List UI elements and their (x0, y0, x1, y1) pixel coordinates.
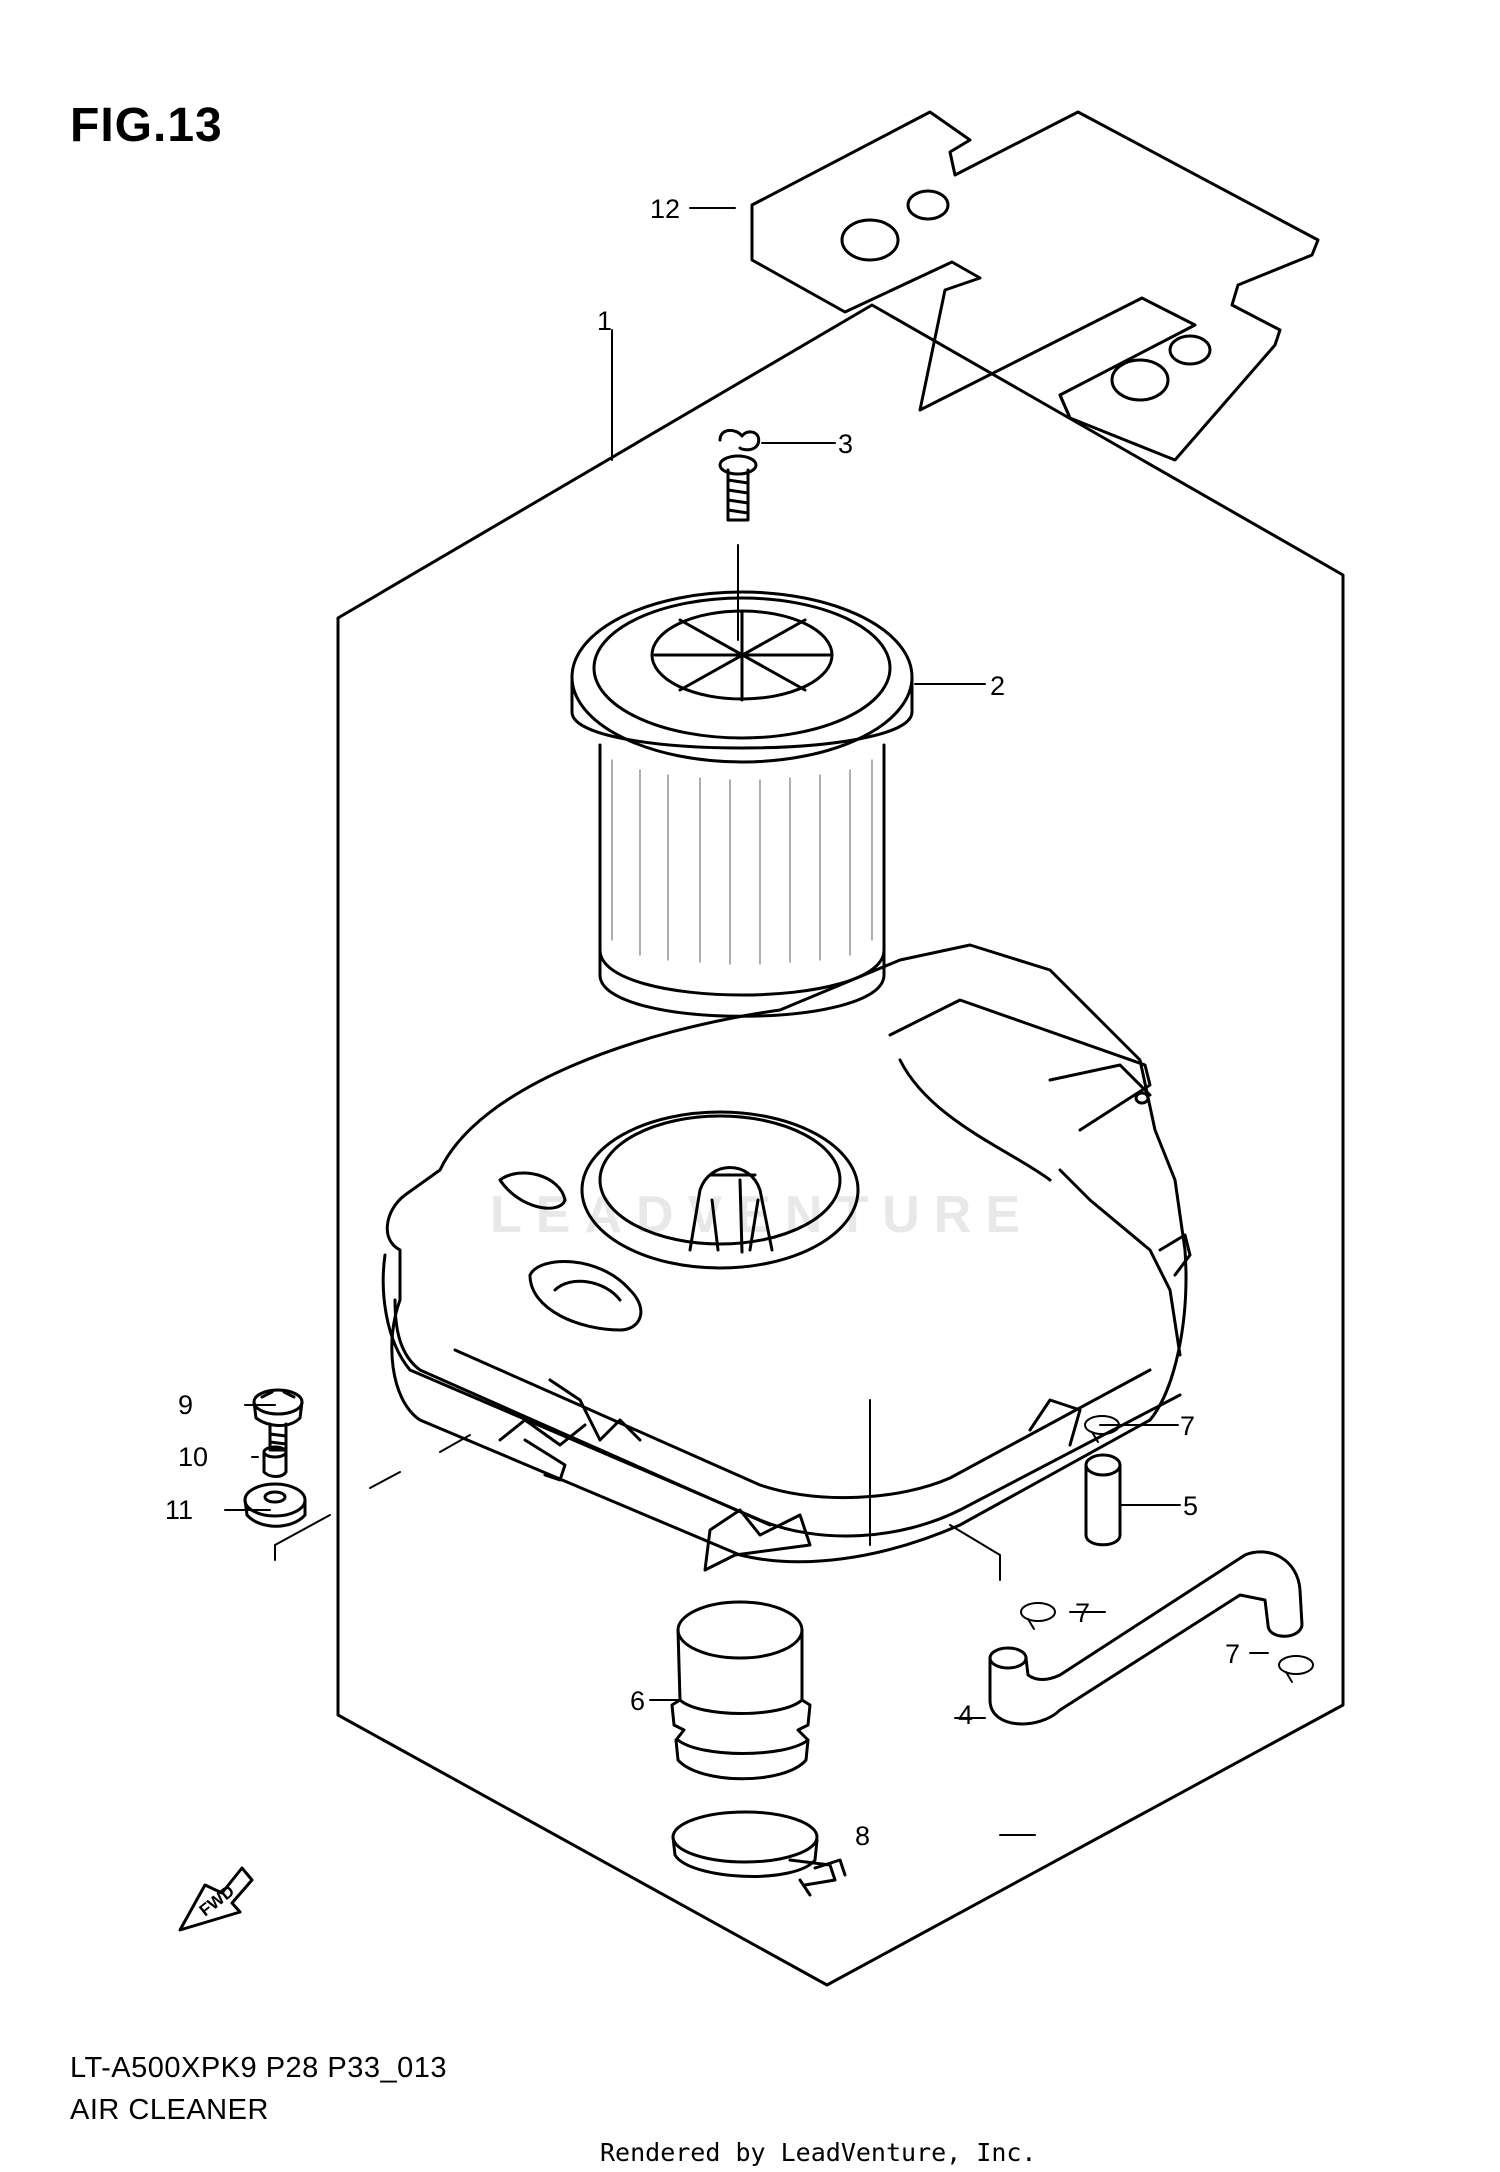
callout-4: 4 (958, 1700, 973, 1730)
callout-7a: 7 (1180, 1411, 1195, 1441)
callout-1: 1 (597, 306, 612, 336)
air-cleaner-case (381, 943, 1192, 1572)
callout-12: 12 (650, 194, 680, 224)
part-8-band-clamp (671, 1810, 847, 1897)
part-3-screw (718, 429, 761, 641)
part-7-clamps (1020, 1415, 1314, 1683)
part-2-air-filter (570, 590, 914, 1018)
part-10-collar (262, 1445, 288, 1478)
rendered-by-credit: Rendered by LeadVenture, Inc. (600, 2138, 1037, 2167)
part-11-grommet (243, 1482, 307, 1528)
callout-11: 11 (165, 1495, 193, 1525)
callout-labels: 1 2 3 4 5 6 7 7 7 8 9 10 11 12 (165, 194, 1240, 1851)
callout-10: 10 (178, 1442, 208, 1472)
assembly-boundary (336, 303, 1345, 1987)
part-9-bolt (252, 1388, 304, 1452)
callout-7b: 7 (1075, 1598, 1090, 1628)
callout-5: 5 (1183, 1491, 1198, 1521)
callout-3: 3 (838, 429, 853, 459)
figure-title: FIG.13 (70, 99, 223, 152)
callout-2: 2 (990, 671, 1005, 701)
fwd-direction-arrow: FWD (178, 1866, 254, 1932)
model-code: LT-A500XPK9 P28 P33_013 (70, 2052, 447, 2084)
callout-6: 6 (630, 1686, 645, 1716)
part-4-bent-hose (988, 1550, 1304, 1726)
callout-7c: 7 (1225, 1639, 1240, 1669)
part-5-hose (1084, 1453, 1122, 1547)
callout-9: 9 (178, 1390, 193, 1420)
leader-lines (224, 207, 1269, 1836)
part-6-connector (670, 1600, 812, 1781)
part-12-pad (750, 110, 1320, 462)
section-name: AIR CLEANER (70, 2094, 269, 2126)
callout-8: 8 (855, 1821, 870, 1851)
